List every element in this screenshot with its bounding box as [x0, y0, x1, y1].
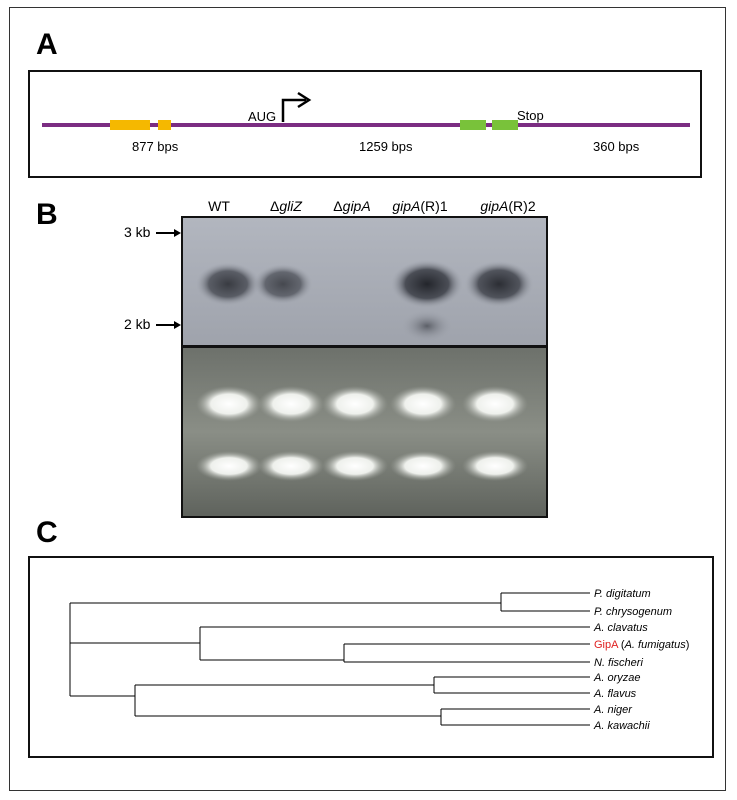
- lane-label-suffix: (R)1: [420, 198, 448, 214]
- taxon-label-8: A. niger: [593, 704, 633, 716]
- lane-label-1: WT: [179, 198, 259, 214]
- highlighted-protein-name: GipA: [594, 639, 621, 651]
- taxon-label-1: P. digitatum: [594, 588, 651, 600]
- 18s-rrna-band-lane-5: [462, 451, 528, 481]
- panel-a-letter: A: [36, 28, 58, 61]
- taxon-label-7: A. flavus: [593, 688, 637, 700]
- marker-2kb: 2 kb: [124, 316, 150, 332]
- segment-length-upstream: 877 bps: [132, 139, 179, 154]
- 18s-rrna-band-lane-3: [322, 451, 388, 481]
- taxon-label-5: N. fischeri: [594, 657, 643, 669]
- lane-label-prefix: Δ: [333, 198, 343, 214]
- taxon-label-3: A. clavatus: [593, 622, 648, 634]
- transcription-start-arrow: [281, 98, 306, 122]
- lane-label-gene: gipA: [392, 198, 421, 214]
- arrow-head: [297, 91, 312, 109]
- northern-band-lane-5: [464, 261, 534, 307]
- figure-frame: [9, 7, 726, 791]
- marker-3kb: 3 kb: [124, 224, 150, 240]
- downstream-exon-2: [492, 120, 518, 130]
- gene-map-diagram: AUG Stop 877 bps 1259 bps 360 bps: [42, 91, 690, 154]
- tree-branches: [69, 592, 590, 726]
- 28s-rrna-band-lane-4: [390, 386, 456, 422]
- panel-c-letter: C: [36, 516, 58, 549]
- stop-codon-label: Stop: [517, 108, 544, 123]
- northern-smear-lane-4: [401, 310, 453, 342]
- marker-3kb-arrow: [156, 229, 181, 237]
- northern-band-lane-2: [253, 264, 313, 304]
- start-codon-label: AUG: [248, 109, 276, 124]
- gene-map-panel: AUG Stop 877 bps 1259 bps 360 bps: [28, 70, 702, 178]
- panel-b-letter: B: [36, 198, 58, 231]
- rrna-gel-image: [183, 348, 546, 516]
- lane-label-suffix: WT: [208, 198, 230, 214]
- lane-label-gene: gliZ: [279, 198, 302, 214]
- phylogenetic-tree: P. digitatum P. chrysogenum A. clavatusGip…: [69, 588, 689, 732]
- 28s-rrna-band-lane-2: [258, 386, 324, 422]
- taxon-label-9: A. kawachii: [593, 720, 650, 732]
- 28s-rrna-band-lane-3: [322, 386, 388, 422]
- marker-3kb-label: 3 kb: [124, 224, 151, 240]
- lane-label-5: gipA(R)2: [468, 198, 548, 214]
- segment-length-middle: 1259 bps: [359, 139, 413, 154]
- lane-label-4: gipA(R)1: [380, 198, 460, 214]
- taxon-label-4: GipA (A. fumigatus): [594, 639, 689, 651]
- northern-band-lane-4: [391, 260, 463, 308]
- segment-length-downstream: 360 bps: [593, 139, 640, 154]
- taxon-label-2: P. chrysogenum: [594, 606, 672, 618]
- taxon-label-6: A. oryzae: [593, 672, 640, 684]
- lane-label-3: ΔgipA: [312, 198, 392, 214]
- 18s-rrna-band-lane-2: [258, 451, 324, 481]
- northern-blot: [181, 216, 548, 347]
- 28s-rrna-band-lane-1: [196, 386, 262, 422]
- lane-label-gene: gipA: [480, 198, 509, 214]
- rrna-loading-gel: [181, 346, 548, 518]
- upstream-exon-1: [110, 120, 150, 130]
- upstream-exon-2: [158, 120, 171, 130]
- northern-band-lane-1: [196, 262, 260, 306]
- marker-2kb-label: 2 kb: [124, 316, 151, 332]
- downstream-exon-1: [460, 120, 486, 130]
- 18s-rrna-band-lane-4: [390, 451, 456, 481]
- marker-2kb-arrow: [156, 321, 181, 329]
- 28s-rrna-band-lane-5: [462, 386, 528, 422]
- lane-label-suffix: (R)2: [508, 198, 536, 214]
- lane-label-2: ΔgliZ: [246, 198, 326, 214]
- northern-blot-image: [183, 218, 546, 345]
- lane-label-gene: gipA: [342, 198, 371, 214]
- lane-label-prefix: Δ: [270, 198, 280, 214]
- 18s-rrna-band-lane-1: [196, 451, 262, 481]
